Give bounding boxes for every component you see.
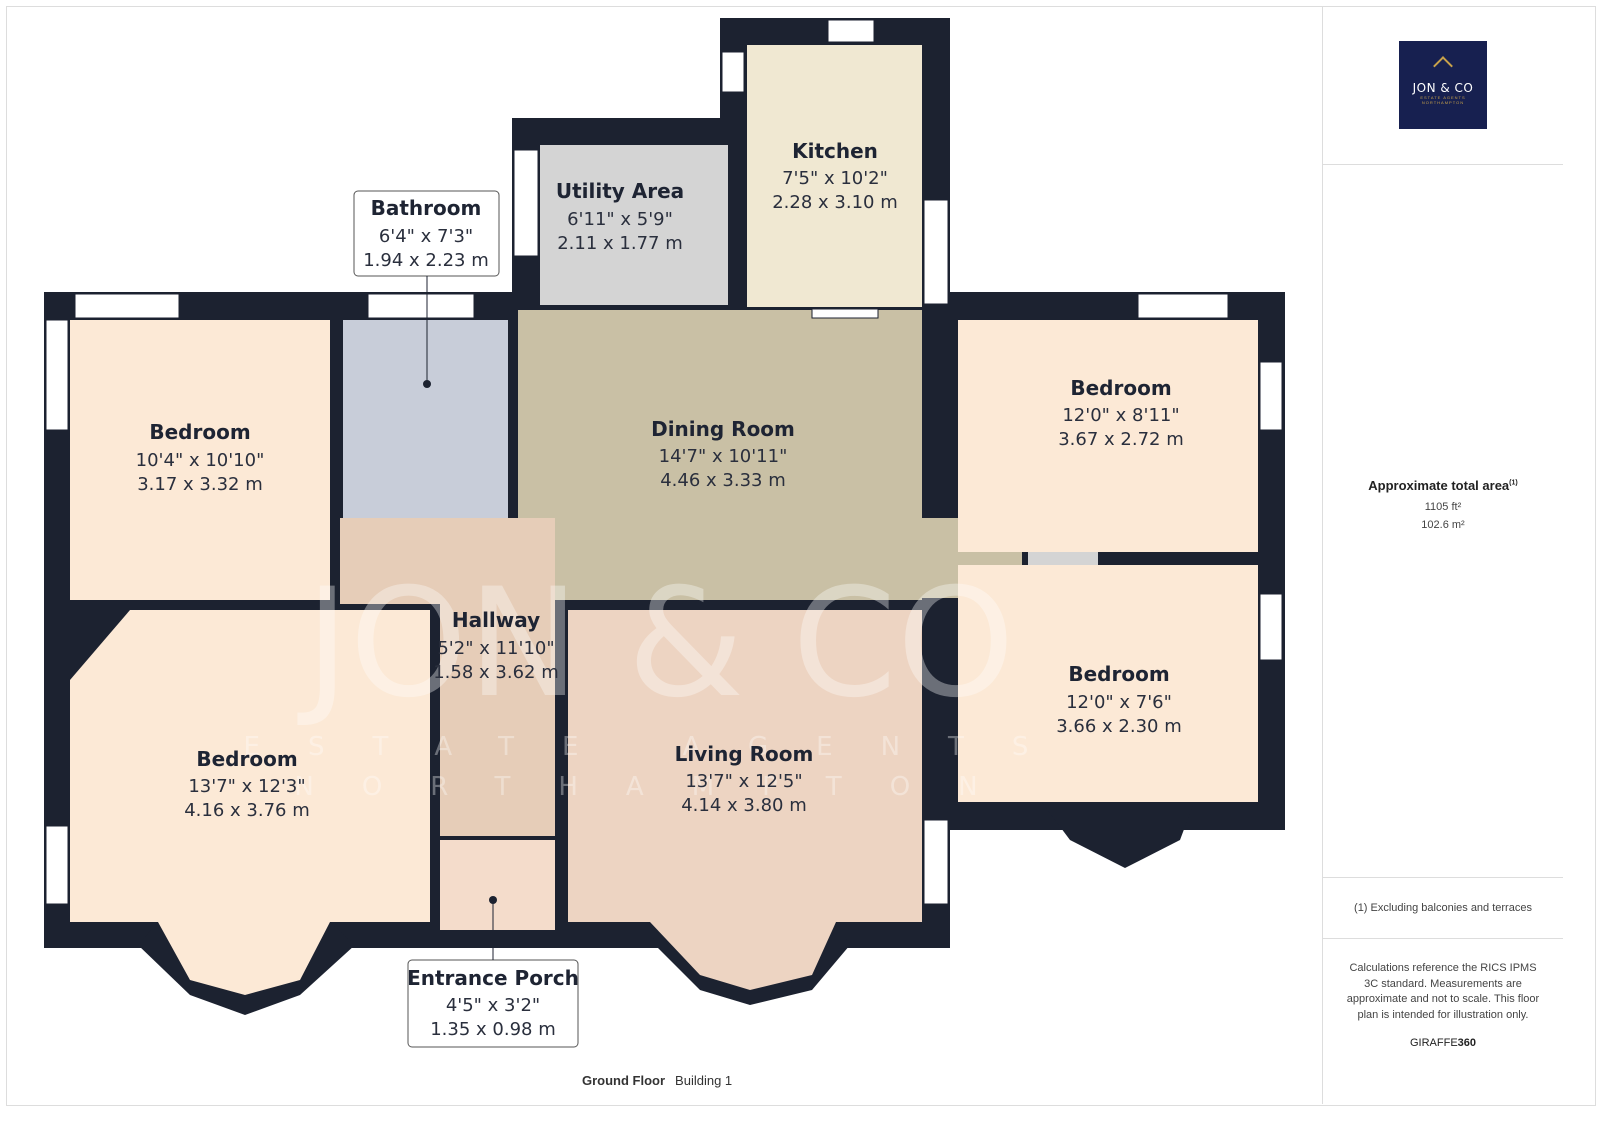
svg-text:3.17 x 3.32 m: 3.17 x 3.32 m — [137, 474, 263, 495]
svg-text:3.67 x 2.72 m: 3.67 x 2.72 m — [1058, 429, 1184, 450]
svg-text:5'2" x 11'10": 5'2" x 11'10" — [437, 638, 554, 659]
frame — [6, 6, 1596, 1106]
svg-text:Bedroom: Bedroom — [1070, 376, 1171, 400]
windows — [45, 19, 1283, 905]
svg-text:NORTHAMPTON: NORTHAMPTON — [294, 772, 1025, 802]
room-utility — [540, 145, 728, 305]
svg-text:12'0" x 7'6": 12'0" x 7'6" — [1066, 692, 1172, 713]
svg-text:Bedroom: Bedroom — [1068, 662, 1169, 686]
svg-text:1.58 x 3.62 m: 1.58 x 3.62 m — [433, 662, 559, 683]
svg-text:Bedroom: Bedroom — [149, 420, 250, 444]
area-label: Approximate total area — [1368, 478, 1510, 493]
svg-text:1.94 x 2.23 m: 1.94 x 2.23 m — [363, 250, 489, 271]
callouts — [353, 190, 579, 1048]
svg-text:4.14 x 3.80 m: 4.14 x 3.80 m — [681, 795, 807, 816]
logo-section: JON & CO ESTATE AGENTS NORTHAMPTON — [1323, 6, 1563, 165]
svg-text:ESTATE AGENTS: ESTATE AGENTS — [244, 732, 1077, 762]
svg-text:4'5" x 3'2": 4'5" x 3'2" — [446, 995, 540, 1016]
svg-text:1.35 x 0.98 m: 1.35 x 0.98 m — [430, 1019, 556, 1040]
room-porch — [440, 840, 555, 930]
area-section: Approximate total area(1) 1105 ft² 102.6… — [1323, 165, 1563, 878]
disclaimer: Calculations reference the RICS IPMS 3C … — [1346, 962, 1540, 1021]
giraffe360-credit: GIRAFFE360 — [1409, 1037, 1477, 1049]
svg-text:Utility Area: Utility Area — [556, 179, 684, 203]
svg-text:JON & CO: JON & CO — [297, 557, 1015, 731]
svg-text:Living Room: Living Room — [675, 742, 814, 766]
floor-name: Ground Floor — [582, 1073, 666, 1088]
svg-text:Entrance Porch: Entrance Porch — [407, 966, 579, 990]
svg-text:Bathroom: Bathroom — [371, 196, 482, 220]
svg-text:Hallway: Hallway — [452, 608, 540, 632]
area-ft: 1105 ft² — [1424, 501, 1462, 513]
svg-text:7'5" x 10'2": 7'5" x 10'2" — [782, 168, 888, 189]
area-m: 102.6 m² — [1421, 519, 1465, 531]
svg-text:Bedroom: Bedroom — [196, 747, 297, 771]
info-sidebar: JON & CO ESTATE AGENTS NORTHAMPTON Appro… — [1322, 6, 1595, 1104]
watermark: JON & CO ESTATE AGENTS NORTHAMPTON — [244, 557, 1077, 802]
svg-text:13'7" x 12'3": 13'7" x 12'3" — [188, 776, 305, 797]
svg-text:4.16 x 3.76 m: 4.16 x 3.76 m — [184, 800, 310, 821]
room-bathroom — [343, 320, 508, 518]
svg-text:Kitchen: Kitchen — [792, 139, 878, 163]
room-bedroom-bl — [70, 610, 430, 995]
room-bedroom-tr — [958, 320, 1258, 552]
floor-caption: Ground Floor Building 1 — [582, 1073, 732, 1088]
svg-text:13'7" x 12'5": 13'7" x 12'5" — [685, 771, 802, 792]
room-labels: Kitchen 7'5" x 10'2" 2.28 x 3.10 m Utility… — [136, 139, 1184, 1040]
svg-text:2.11 x 1.77 m: 2.11 x 1.77 m — [557, 233, 683, 254]
svg-text:6'4" x 7'3": 6'4" x 7'3" — [379, 226, 473, 247]
svg-text:14'7" x 10'11": 14'7" x 10'11" — [659, 446, 788, 467]
room-kitchen — [747, 45, 922, 307]
room-bedroom-br — [958, 565, 1258, 802]
svg-text:2.28 x 3.10 m: 2.28 x 3.10 m — [772, 192, 898, 213]
svg-text:4.46 x 3.33 m: 4.46 x 3.33 m — [660, 470, 786, 491]
building-name: Building 1 — [675, 1073, 733, 1088]
footnote: (1) Excluding balconies and terraces — [1323, 878, 1563, 939]
svg-text:Dining Room: Dining Room — [651, 417, 795, 441]
room-hallway — [340, 518, 555, 604]
svg-text:12'0" x 8'11": 12'0" x 8'11" — [1062, 405, 1179, 426]
rooms — [70, 45, 1258, 995]
house-icon — [1433, 56, 1453, 76]
svg-text:10'4" x 10'10": 10'4" x 10'10" — [136, 450, 265, 471]
company-logo: JON & CO ESTATE AGENTS NORTHAMPTON — [1399, 41, 1487, 129]
floor-plan: JON & CO ESTATE AGENTS NORTHAMPTON Kitch… — [44, 18, 1285, 1048]
svg-text:6'11" x 5'9": 6'11" x 5'9" — [567, 209, 673, 230]
room-living — [568, 610, 922, 990]
room-bedroom-tl — [70, 320, 330, 600]
room-dining — [518, 310, 922, 600]
svg-text:3.66 x 2.30 m: 3.66 x 2.30 m — [1056, 716, 1182, 737]
